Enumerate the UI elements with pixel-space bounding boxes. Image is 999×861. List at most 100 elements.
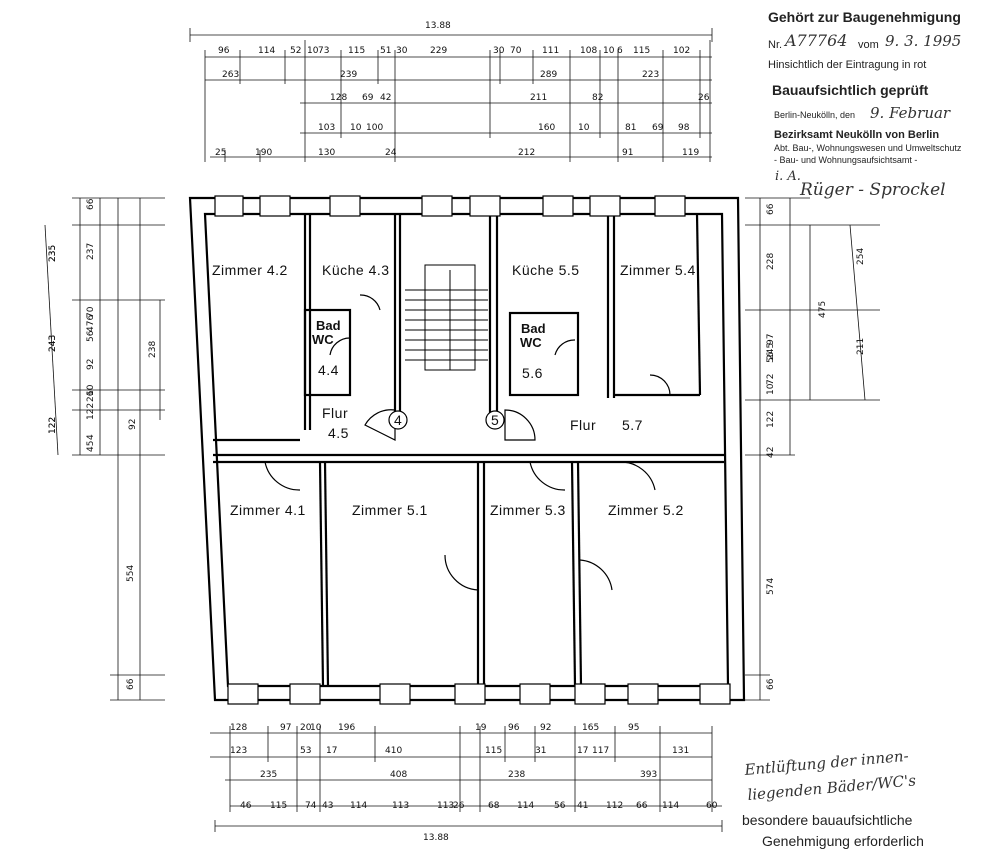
dim-top-r1-7: 30 [396,46,408,56]
dim-top-r2-2: 289 [540,70,557,80]
dim-bot-r4-15: 60 [706,801,718,811]
dim-top-r2-0: 263 [222,70,239,80]
dim-top-r1-3: 10 [307,46,319,56]
dim-top-r2-3: 223 [642,70,659,80]
dim-top-r1-2: 52 [290,46,301,56]
dim-bot-r4-8: 68 [488,801,500,811]
dim-right-a-9: 574 [766,578,776,595]
room-num-4-4: 4.4 [318,362,339,378]
dim-top-r4-2: 100 [366,123,383,133]
dim-left-a-1: 243 [48,335,58,352]
room-flur-4-5-a: Flur [322,405,348,421]
dim-bot-r4-9: 114 [517,801,534,811]
dim-top-r1-1: 114 [258,46,275,56]
dim-top-r1-10: 70 [510,46,522,56]
dim-right-a-10: 66 [766,678,776,690]
dim-left-b-0: 66 [86,198,96,210]
dim-bot-r1-1: 97 [280,723,291,733]
room-labels: Zimmer 4.2 Küche 4.3 Bad WC 4.4 Flur 4.5… [212,262,695,518]
dim-left-a-0: 235 [48,245,58,262]
dim-top-r3-0: 128 [330,93,347,103]
dim-top-r1-12: 108 [580,46,597,56]
room-zimmer-5-1: Zimmer 5.1 [352,502,428,518]
dim-left-a-2: 122 [48,417,58,434]
dim-top-r1-13: 10 [603,46,615,56]
dim-bot-r4-5: 113 [392,801,409,811]
dim-bot-r2-8: 131 [672,746,689,756]
dim-top-r1-4: 73 [318,46,329,56]
circle-marker-5-label: 5 [491,412,499,428]
dim-left-b-3: 56 [86,330,96,342]
dim-top-r5-0: 25 [215,148,226,158]
dim-top-r1-14: 6 [617,46,623,56]
stamp-geprueft: Bauaufsichtlich geprüft [772,82,929,98]
dim-top-r1-5: 115 [348,46,365,56]
dim-left-b-12: 66 [126,678,136,690]
room-bad-5-6: Bad [521,321,546,336]
dim-bot-r2-1: 53 [300,746,311,756]
dim-top-r1-0: 96 [218,46,230,56]
circle-marker-4-label: 4 [394,412,402,428]
dim-bot-r1-2: 20 [300,723,312,733]
dim-top-r3-4: 82 [592,93,603,103]
dim-top-r3-3: 211 [530,93,547,103]
room-kueche-5-5: Küche 5.5 [512,262,580,278]
room-flur-5-7-b: 5.7 [622,417,643,433]
dim-top-r1-15: 115 [633,46,650,56]
dim-top-r4-1: 10 [350,123,362,133]
dim-bot-r4-14: 114 [662,801,679,811]
dim-bot-r4-6: 113 [437,801,454,811]
dim-left-b-8: 122 [86,403,96,420]
circle-marker-4 [388,410,408,430]
dim-top-r5-4: 212 [518,148,535,158]
dim-top-r5-3: 24 [385,148,397,158]
dim-right-a-7: 122 [766,411,776,428]
stamp-title: Gehört zur Baugenehmigung [768,9,961,25]
dim-top-r3-5: 26 [698,93,710,103]
stamp-vom-label: vom [858,39,879,51]
dim-top-r3-1: 69 [362,93,374,103]
dim-top-r4-5: 81 [625,123,636,133]
dim-left-b-4: 70 [86,306,96,318]
stamp-abt: Abt. Bau-, Wohnungswesen und Umweltschut… [774,143,962,153]
dim-bot-r2-0: 123 [230,746,247,756]
dim-top-r1-8: 229 [430,46,447,56]
dim-top-r1-16: 102 [673,46,690,56]
room-wc-5-6: WC [520,335,542,350]
dim-top-r4-6: 69 [652,123,664,133]
windows [214,195,731,705]
approval-stamp: Gehört zur Baugenehmigung Nr. A77764 vom… [768,9,962,200]
dim-left-b-11: 554 [126,565,136,582]
dim-top-r4-7: 98 [678,123,690,133]
dim-bot-r2-5: 31 [535,746,546,756]
dim-top-r3-2: 42 [380,93,391,103]
stamp-hinsichtlich: Hinsichtlich der Eintragung in rot [768,59,926,71]
dim-left-b-9: 4 [86,434,96,440]
dim-bot-r4-10: 56 [554,801,566,811]
room-zimmer-5-3: Zimmer 5.3 [490,502,566,518]
dim-right-c-0: 254 [856,248,866,265]
dim-right-c-1: 211 [856,338,866,355]
stamp-bezirksamt: Bezirksamt Neukölln von Berlin [774,129,939,141]
dim-right-a-2: 245 [766,343,776,360]
dim-left-c-1: 92 [128,419,138,430]
dim-top-r5-5: 91 [622,148,633,158]
room-zimmer-4-1: Zimmer 4.1 [230,502,306,518]
stamp-vom-value: 9. 3. 1995 [885,32,961,50]
dim-bot-r3-0: 235 [260,770,277,780]
dim-bot-r4-1: 115 [270,801,287,811]
side-dimension-lines [44,197,880,701]
dim-bot-r4-12: 112 [606,801,623,811]
dim-right-b-0: 475 [818,301,828,318]
dim-left-b-2: 476 [86,315,96,332]
dim-right-a-1: 228 [766,253,776,270]
dim-bot-r1-3: 10 [310,723,322,733]
stamp-nr-value: A77764 [783,31,847,50]
dim-left-c-0: 238 [148,341,158,358]
room-kueche-4-3: Küche 4.3 [322,262,390,278]
dim-left-b-10: 45 [86,441,96,452]
top-dimension-lines [189,28,713,162]
dim-top-r4-0: 103 [318,123,335,133]
stamp-signature: Rüger - Sprockel [799,180,946,200]
